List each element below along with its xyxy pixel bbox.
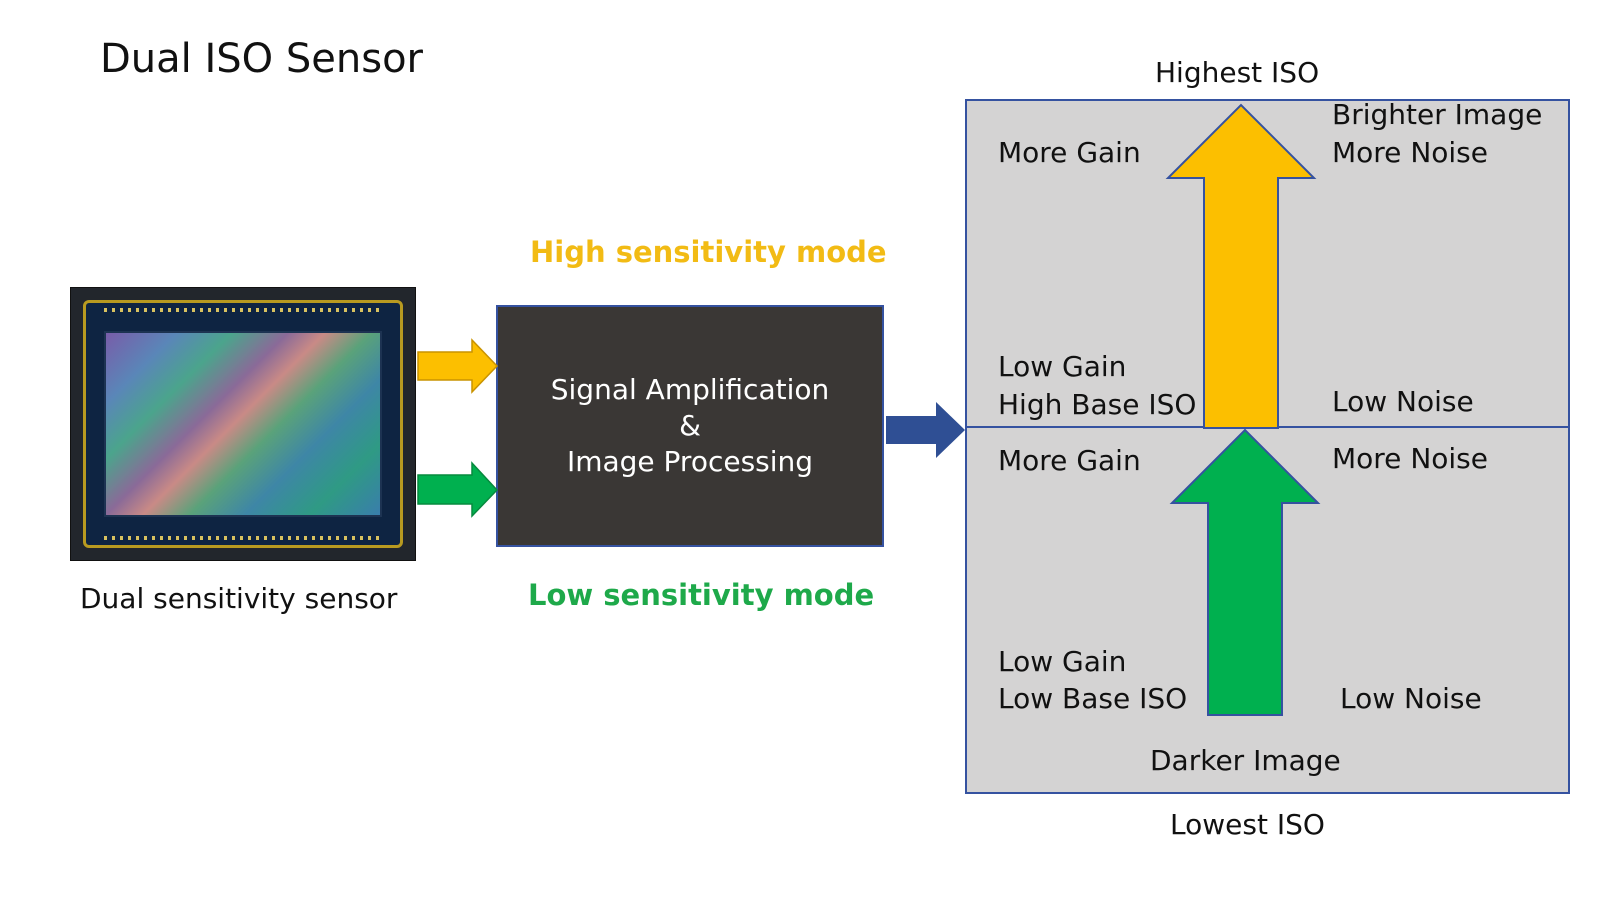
lower-more-gain-label: More Gain	[998, 444, 1141, 477]
sensor-pads-top	[104, 308, 382, 312]
lowest-iso-label: Lowest ISO	[1170, 808, 1325, 841]
upper-more-noise-label: More Noise	[1332, 136, 1488, 169]
signal-processing-box: Signal Amplification & Image Processing	[496, 305, 884, 547]
upper-low-noise-label: Low Noise	[1332, 385, 1474, 418]
process-line-2: &	[679, 409, 701, 442]
lower-low-noise-label: Low Noise	[1340, 682, 1482, 715]
green-input-arrow	[417, 461, 499, 518]
blue-output-arrow	[886, 402, 965, 458]
lower-more-noise-label: More Noise	[1332, 442, 1488, 475]
sensor-caption: Dual sensitivity sensor	[80, 582, 398, 615]
upper-more-gain-label: More Gain	[998, 136, 1141, 169]
upper-low-gain-label: Low Gain	[998, 350, 1127, 383]
high-sensitivity-mode-label: High sensitivity mode	[530, 235, 887, 269]
sensor-pads-bottom	[104, 536, 382, 540]
sensor-image	[70, 287, 416, 561]
process-line-3: Image Processing	[566, 445, 814, 478]
iso-panel-divider	[965, 426, 1570, 428]
highest-iso-label: Highest ISO	[1155, 56, 1320, 89]
brighter-image-label: Brighter Image	[1332, 98, 1543, 131]
process-line-1: Signal Amplification	[550, 373, 830, 406]
high-base-iso-label: High Base ISO	[998, 388, 1197, 421]
diagram-title: Dual ISO Sensor	[100, 36, 423, 82]
low-base-iso-label: Low Base ISO	[998, 682, 1188, 715]
lower-low-gain-label: Low Gain	[998, 645, 1127, 678]
low-sensitivity-mode-label: Low sensitivity mode	[528, 578, 875, 612]
darker-image-label: Darker Image	[1150, 744, 1341, 777]
sensor-frame	[83, 300, 403, 548]
sensor-active-area	[104, 331, 382, 517]
yellow-input-arrow	[417, 338, 499, 394]
